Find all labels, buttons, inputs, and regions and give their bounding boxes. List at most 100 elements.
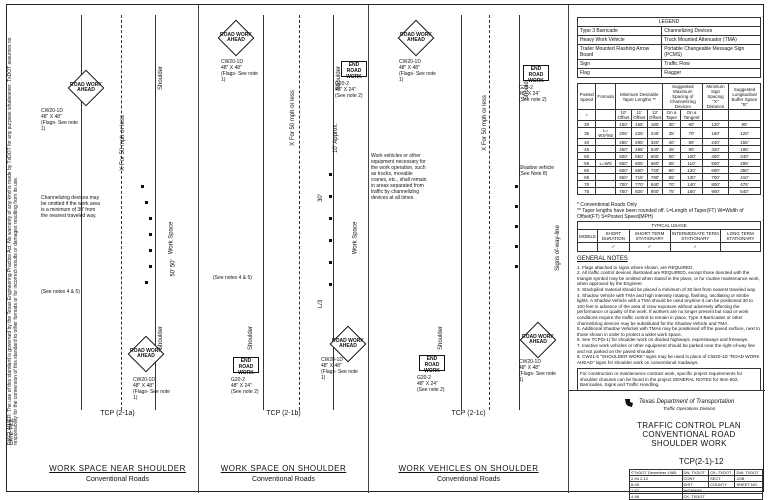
file-label: DN: TXDOT	[681, 469, 710, 476]
disclaimer-block: DISCLAIMER: The use of this standard is …	[7, 25, 37, 445]
sign-code: G20-2	[231, 377, 245, 383]
note-item: 1. Flags attached to signs where shown, …	[577, 264, 694, 270]
road-edge-left	[263, 15, 264, 410]
table-cell: 700'	[615, 180, 632, 188]
table-cell: 60	[576, 166, 597, 174]
sub-header	[727, 109, 762, 121]
panel-subtitle: Conventional Roads	[251, 476, 316, 483]
sign-code: CW20-1D	[321, 357, 343, 363]
sign-note: (See note 2)	[335, 93, 363, 99]
sub-header	[595, 109, 617, 121]
table-cell: 650'	[615, 173, 632, 181]
table-cell: 120'	[727, 127, 762, 139]
legend-item: Heavy Work Vehicle	[576, 35, 663, 45]
end-road-work-sign: END ROAD WORK	[419, 355, 445, 374]
channelizing-device	[145, 281, 148, 284]
table-cell: 40	[576, 138, 597, 146]
channelizing-device	[515, 205, 518, 208]
table-cell: 240'	[727, 152, 762, 160]
col-header: Minimum Desirable Taper Lengths **	[615, 83, 664, 110]
sub-header: 11' Offset	[630, 109, 648, 121]
table-cell: 110'	[679, 159, 704, 167]
table-cell: 165'	[630, 120, 648, 128]
texas-logo-icon	[625, 399, 633, 407]
table-cell: 150'	[615, 120, 632, 128]
x-distance-label: X For 50 mph or less	[481, 95, 488, 151]
sign-size: 48" X 24"	[335, 87, 356, 93]
usage-mark	[576, 242, 599, 252]
road-edge-right	[155, 15, 156, 410]
channelizing-device	[149, 217, 152, 220]
sign-text: ROAD WORK AHEAD	[332, 338, 364, 349]
sign-text: ROAD WORK AHEAD	[70, 82, 102, 93]
channelizing-device	[329, 195, 332, 198]
road-centerline	[121, 15, 122, 410]
table-cell: 500'	[702, 159, 729, 167]
col-header: Suggested Longitudinal Buffer Space "B"	[727, 83, 762, 110]
table-cell: L=WS	[595, 159, 617, 167]
table-cell: 600'	[646, 152, 664, 160]
road-centerline	[489, 15, 490, 410]
note-item: 7. Inactive work vehicles or other equip…	[577, 342, 755, 354]
panel-tcp-2-1c: Shoulder Shoulder Signs of-way-line ROAD…	[369, 5, 569, 493]
table-cell: 240'	[702, 138, 729, 146]
sign-code: G20-2	[417, 375, 431, 381]
sign-text: ROAD WORK AHEAD	[220, 32, 252, 43]
table-cell: 350'	[727, 166, 762, 174]
table-cell: 550'	[615, 159, 632, 167]
table-cell: 605'	[630, 159, 648, 167]
panel-title: WORK SPACE NEAR SHOULDER	[49, 464, 186, 473]
sign-code: CW20-1D	[221, 59, 243, 65]
table-cell: 600'	[615, 166, 632, 174]
panel-tcp-code: TCP (2-1b)	[266, 410, 301, 417]
channelizing-device	[329, 283, 332, 286]
sign-size: 48" X 24"	[417, 381, 438, 387]
table-cell: 195'	[727, 145, 762, 153]
note-item: 5. Additional Shadow Vehicles with TMAs …	[577, 326, 760, 337]
table-cell: 65	[576, 173, 597, 181]
table-cell: 500'	[615, 152, 632, 160]
end-road-work-sign: END ROAD WORK	[523, 65, 549, 84]
table-cell: 825'	[630, 187, 648, 195]
end-road-work-sign: END ROAD WORK	[341, 61, 367, 80]
see-notes-label: (See notes 4 & 5)	[213, 275, 252, 281]
table-cell: 70	[576, 180, 597, 188]
table-cell: 35	[576, 127, 597, 139]
table-cell: 540'	[646, 145, 664, 153]
road-edge-left	[461, 15, 462, 410]
table-cell: 45	[576, 145, 597, 153]
table-cell: 35'	[662, 127, 681, 139]
dim-30-label: 30'	[317, 194, 324, 202]
sign-text: ROAD WORK AHEAD	[130, 348, 162, 359]
sub-header: 12' Offset	[646, 109, 664, 121]
table-cell: 90'	[727, 120, 762, 128]
table-cell: 90'	[679, 145, 704, 153]
file-label: CK: TXDOT	[708, 469, 736, 476]
table-cell	[595, 120, 617, 128]
panel-tcp-2-1b: Shoulder Shoulder ROAD WORK AHEAD CW20-1…	[199, 5, 369, 493]
table-cell: 840'	[646, 180, 664, 188]
channelizing-device	[149, 249, 152, 252]
note-item: 6. See TCP(5-1) for shoulder work on div…	[577, 337, 749, 343]
table-cell: 150'	[679, 187, 704, 195]
table-cell: 265'	[615, 138, 632, 146]
table-cell: 295'	[630, 138, 648, 146]
sign-code: CW20-1D	[519, 359, 541, 365]
table-cell	[595, 145, 617, 153]
usage-title: TYPICAL USAGE	[577, 221, 761, 230]
channelizing-device	[145, 201, 148, 204]
legend-title: LEGEND	[577, 17, 761, 27]
table-cell: 540'	[727, 187, 762, 195]
channelizing-device	[515, 265, 518, 268]
table-cell: 50'	[662, 152, 681, 160]
project-note-box: For construction or maintenance contract…	[577, 368, 761, 392]
col-header: Minimum Sign Spacing "X" Distance	[702, 83, 729, 110]
table-cell: 70'	[679, 127, 704, 139]
division-name: Traffic Operations Division	[663, 406, 716, 411]
table-cell: 75'	[662, 187, 681, 195]
